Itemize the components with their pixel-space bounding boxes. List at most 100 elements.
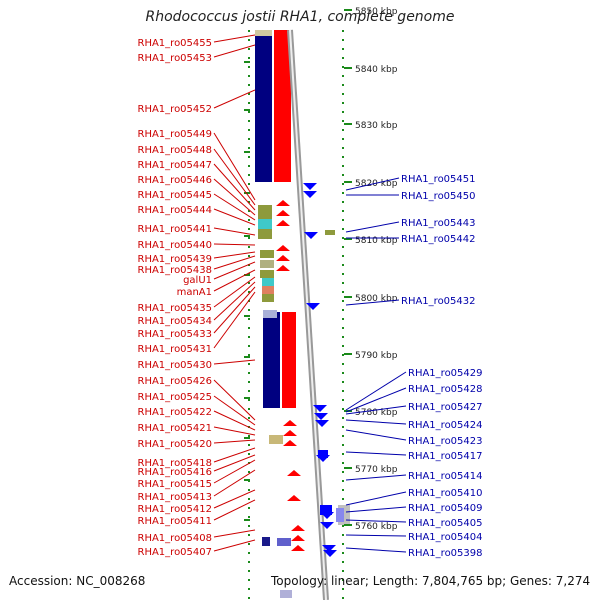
left-gene-label: manA1: [177, 287, 212, 298]
panel-dot: [342, 210, 344, 212]
panel-dot: [342, 399, 344, 401]
scale-label: 5820 kbp: [355, 179, 398, 189]
left-leader-line: [213, 410, 256, 431]
right-leader-line: [345, 519, 407, 523]
panel-dot: [342, 570, 344, 572]
forward-gene-arrow: [276, 265, 290, 271]
panel-dot: [342, 282, 344, 284]
left-leader-line: [213, 395, 256, 426]
right-gene-label: RHA1_ro05451: [401, 174, 476, 185]
left-leader-line: [213, 379, 256, 421]
right-leader-line: [345, 405, 407, 415]
left-leader-line: [213, 178, 256, 216]
panel-dot: [342, 255, 344, 257]
accession-text: Accession: NC_008268: [9, 574, 146, 588]
left-leader-line: [213, 439, 256, 444]
panel-dot: [248, 75, 250, 77]
map-title: Rhodococcus jostii RHA1, complete genome: [145, 9, 455, 25]
left-gene-label: RHA1_ro05430: [138, 360, 213, 371]
forward-gene-arrow: [276, 200, 290, 206]
reverse-gene-block: [320, 505, 332, 515]
scale-label: 5830 kbp: [355, 121, 398, 131]
panel-dot: [248, 210, 250, 212]
left-gene-label: RHA1_ro05455: [138, 38, 213, 49]
forward-gene-arrow: [287, 470, 301, 476]
panel-dot: [248, 561, 250, 563]
left-gene-label: RHA1_ro05412: [138, 504, 213, 515]
right-gene-label: RHA1_ro05450: [401, 191, 476, 202]
right-gene-label: RHA1_ro05442: [401, 234, 476, 245]
left-leader-line: [213, 243, 256, 246]
panel-dot: [248, 570, 250, 572]
panel-dot: [248, 228, 250, 230]
panel-dot: [248, 219, 250, 221]
gene-block: [258, 205, 272, 219]
right-gene-label: RHA1_ro05409: [408, 503, 483, 514]
forward-gene-arrow: [291, 525, 305, 531]
reverse-gene-arrow: [315, 420, 329, 427]
left-leader-line: [213, 447, 256, 463]
panel-dot: [248, 309, 250, 311]
gene-block: [325, 230, 335, 235]
panel-dot: [248, 66, 250, 68]
left-leader-line: [213, 454, 256, 472]
panel-dot: [342, 597, 344, 599]
panel-dot: [342, 336, 344, 338]
panel-dot: [342, 471, 344, 473]
left-gene-label: RHA1_ro05408: [138, 533, 213, 544]
panel-dot: [342, 66, 344, 68]
panel-dot: [248, 498, 250, 500]
panel-dot: [248, 489, 250, 491]
panel-dot: [342, 264, 344, 266]
panel-dot: [342, 444, 344, 446]
panel-dot: [342, 480, 344, 482]
left-leader-line: [213, 193, 256, 221]
operon-block: [255, 30, 272, 182]
left-gene-label: RHA1_ro05444: [138, 205, 213, 216]
right-leader-line: [345, 419, 407, 425]
panel-dot: [342, 363, 344, 365]
gene-block: [260, 270, 274, 278]
forward-gene-arrow: [283, 440, 297, 446]
operon-cap: [263, 310, 277, 318]
left-leader-line: [213, 276, 256, 308]
left-leader-line: [213, 163, 256, 211]
panel-dot: [342, 561, 344, 563]
panel-dot: [342, 345, 344, 347]
scale-label: 5850 kbp: [355, 7, 398, 17]
gene-block: [262, 294, 274, 302]
panel-dot: [248, 390, 250, 392]
panel-dot: [342, 84, 344, 86]
left-gene-label: RHA1_ro05413: [138, 492, 213, 503]
panel-dot: [342, 327, 344, 329]
panel-dot: [342, 300, 344, 302]
panel-dot: [342, 237, 344, 239]
scale-label: 5800 kbp: [355, 294, 398, 304]
gene-block: [258, 219, 272, 229]
right-leader-line: [345, 506, 407, 513]
forward-gene-arrow: [283, 430, 297, 436]
left-gene-label: RHA1_ro05434: [138, 316, 213, 327]
right-gene-label: RHA1_ro05432: [401, 296, 476, 307]
panel-dot: [342, 138, 344, 140]
panel-dot: [342, 165, 344, 167]
panel-dot: [248, 120, 250, 122]
left-leader-line: [213, 89, 256, 109]
right-leader-line: [345, 534, 407, 537]
left-gene-label: RHA1_ro05416: [138, 467, 213, 478]
reverse-gene-arrow: [322, 545, 336, 552]
right-gene-label: RHA1_ro05429: [408, 368, 483, 379]
panel-dot: [248, 444, 250, 446]
panel-dot: [342, 102, 344, 104]
panel-dot: [342, 534, 344, 536]
panel-dot: [248, 30, 250, 32]
left-leader-line: [213, 261, 256, 280]
right-leader-line: [345, 387, 407, 413]
left-gene-label: RHA1_ro05453: [138, 53, 213, 64]
left-gene-label: galU1: [183, 275, 212, 286]
panel-dot: [248, 174, 250, 176]
panel-dot: [248, 372, 250, 374]
left-gene-label: RHA1_ro05421: [138, 423, 213, 434]
panel-dot: [248, 138, 250, 140]
reverse-gene-arrow: [303, 191, 317, 198]
